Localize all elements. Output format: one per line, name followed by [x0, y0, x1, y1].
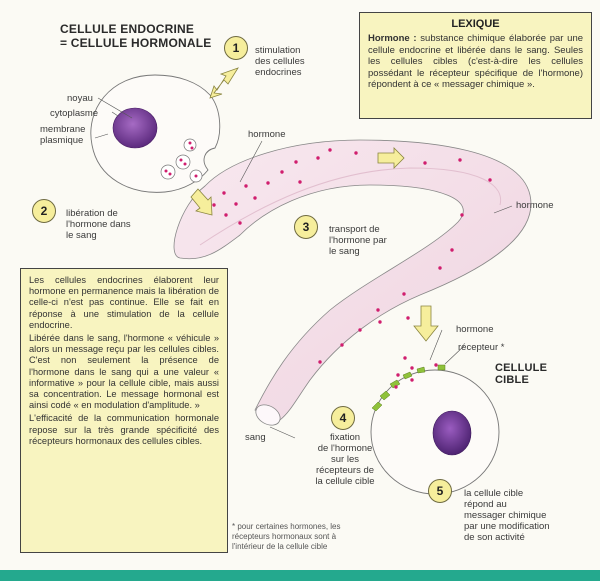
label-membrane-line-1: membrane [40, 124, 86, 135]
step-1-line: endocrines [255, 67, 302, 78]
step-2-badge: 2 [32, 199, 56, 223]
step-2-line: libération de [66, 208, 118, 219]
leader-lines [94, 97, 513, 439]
label-noyau: noyau [67, 93, 93, 104]
step-4-line: fixation [329, 432, 361, 443]
step-5-line: répond au [464, 499, 507, 510]
footnote-line: récepteurs hormonaux sont à [232, 532, 337, 541]
bottom-color-bar [0, 570, 600, 581]
step-4-line: la cellule cible [315, 476, 375, 487]
lexique-box: LEXIQUE Hormone : substance chimique éla… [359, 12, 592, 119]
step-3-text: transport de l'hormone par le sang [329, 224, 387, 257]
label-cellule-cible: CELLULE CIBLE [495, 362, 547, 386]
explanation-box: Les cellules endocrines élaborent leur h… [20, 268, 228, 553]
step-1-badge: 1 [224, 36, 248, 60]
arrow-transport [377, 147, 405, 169]
arrow-release [190, 188, 213, 216]
explanation-paragraph: Libérée dans le sang, l'hormone « véhicu… [29, 333, 219, 411]
step-2-text: libération de l'hormone dans le sang [66, 208, 131, 241]
title-line-2: = CELLULE HORMONALE [60, 36, 212, 50]
label-recepteur: récepteur * [458, 342, 505, 353]
footnote: * pour certaines hormones, les récepteur… [232, 522, 341, 552]
step-5-line: par une modification [464, 521, 550, 532]
lexique-definition: Hormone : substance chimique élaborée pa… [368, 33, 583, 91]
step-1-text: stimulation des cellules endocrines [255, 45, 305, 78]
label-cytoplasme: cytoplasme [50, 108, 99, 119]
nucleus [112, 107, 158, 149]
step-3-line: transport de [329, 224, 380, 235]
label-membrane-line-2: plasmique [40, 135, 84, 146]
label-cellule-cible-line-1: CELLULE [495, 362, 548, 374]
step-5-badge: 5 [428, 479, 452, 503]
step-5-line: messager chimique [464, 510, 547, 521]
step-5-text: la cellule cible répond au messager chim… [464, 488, 550, 543]
receptors [371, 364, 446, 412]
title-line-1: CELLULE ENDOCRINE [60, 22, 195, 36]
flow-arrows [190, 67, 439, 342]
step-4-text: fixation de l'hormone sur les récepteurs… [305, 432, 385, 487]
blood-vessel [173, 139, 532, 421]
label-hormone-target: hormone [456, 324, 494, 335]
step-2-line: l'hormone dans [66, 219, 131, 230]
label-hormone-right: hormone [516, 200, 554, 211]
explanation-paragraph: Les cellules endocrines élaborent leur h… [29, 275, 219, 330]
step-3-line: l'hormone par [329, 235, 387, 246]
label-sang: sang [245, 432, 266, 443]
secretory-vesicles [160, 138, 203, 183]
label-membrane: membrane plasmique [40, 124, 85, 146]
label-cellule-cible-line-2: CIBLE [495, 374, 529, 386]
arrow-stimulation [209, 67, 239, 99]
step-5-line: de son activité [464, 532, 525, 543]
step-4-line: sur les [331, 454, 359, 465]
lexique-term: Hormone : [368, 33, 417, 44]
step-4-badge: 4 [331, 406, 355, 430]
step-3-line: le sang [329, 246, 360, 257]
footnote-line: l'intérieur de la cellule cible [232, 542, 328, 551]
step-4-line: récepteurs de [315, 465, 375, 476]
diagram-title: CELLULE ENDOCRINE = CELLULE HORMONALE [60, 22, 211, 50]
lexique-title: LEXIQUE [451, 18, 500, 30]
footnote-line: * pour certaines hormones, les [232, 522, 341, 531]
step-1-line: des cellules [255, 56, 305, 67]
step-1-line: stimulation [255, 45, 301, 56]
vessel-opening [255, 404, 281, 426]
step-4-line: de l'hormone [317, 443, 373, 454]
step-5-line: la cellule cible [464, 488, 524, 499]
arrow-fixation [413, 305, 439, 342]
explanation-paragraph: L'efficacité de la communication hormona… [29, 413, 219, 446]
step-3-badge: 3 [294, 215, 318, 239]
step-2-line: le sang [66, 230, 97, 241]
label-hormone-top: hormone [248, 129, 286, 140]
lexique-definition-text: substance chimique élaborée par une cell… [368, 33, 584, 90]
hormone-dots [212, 148, 492, 389]
vessel-shading [199, 167, 502, 246]
target-nucleus [432, 410, 472, 456]
